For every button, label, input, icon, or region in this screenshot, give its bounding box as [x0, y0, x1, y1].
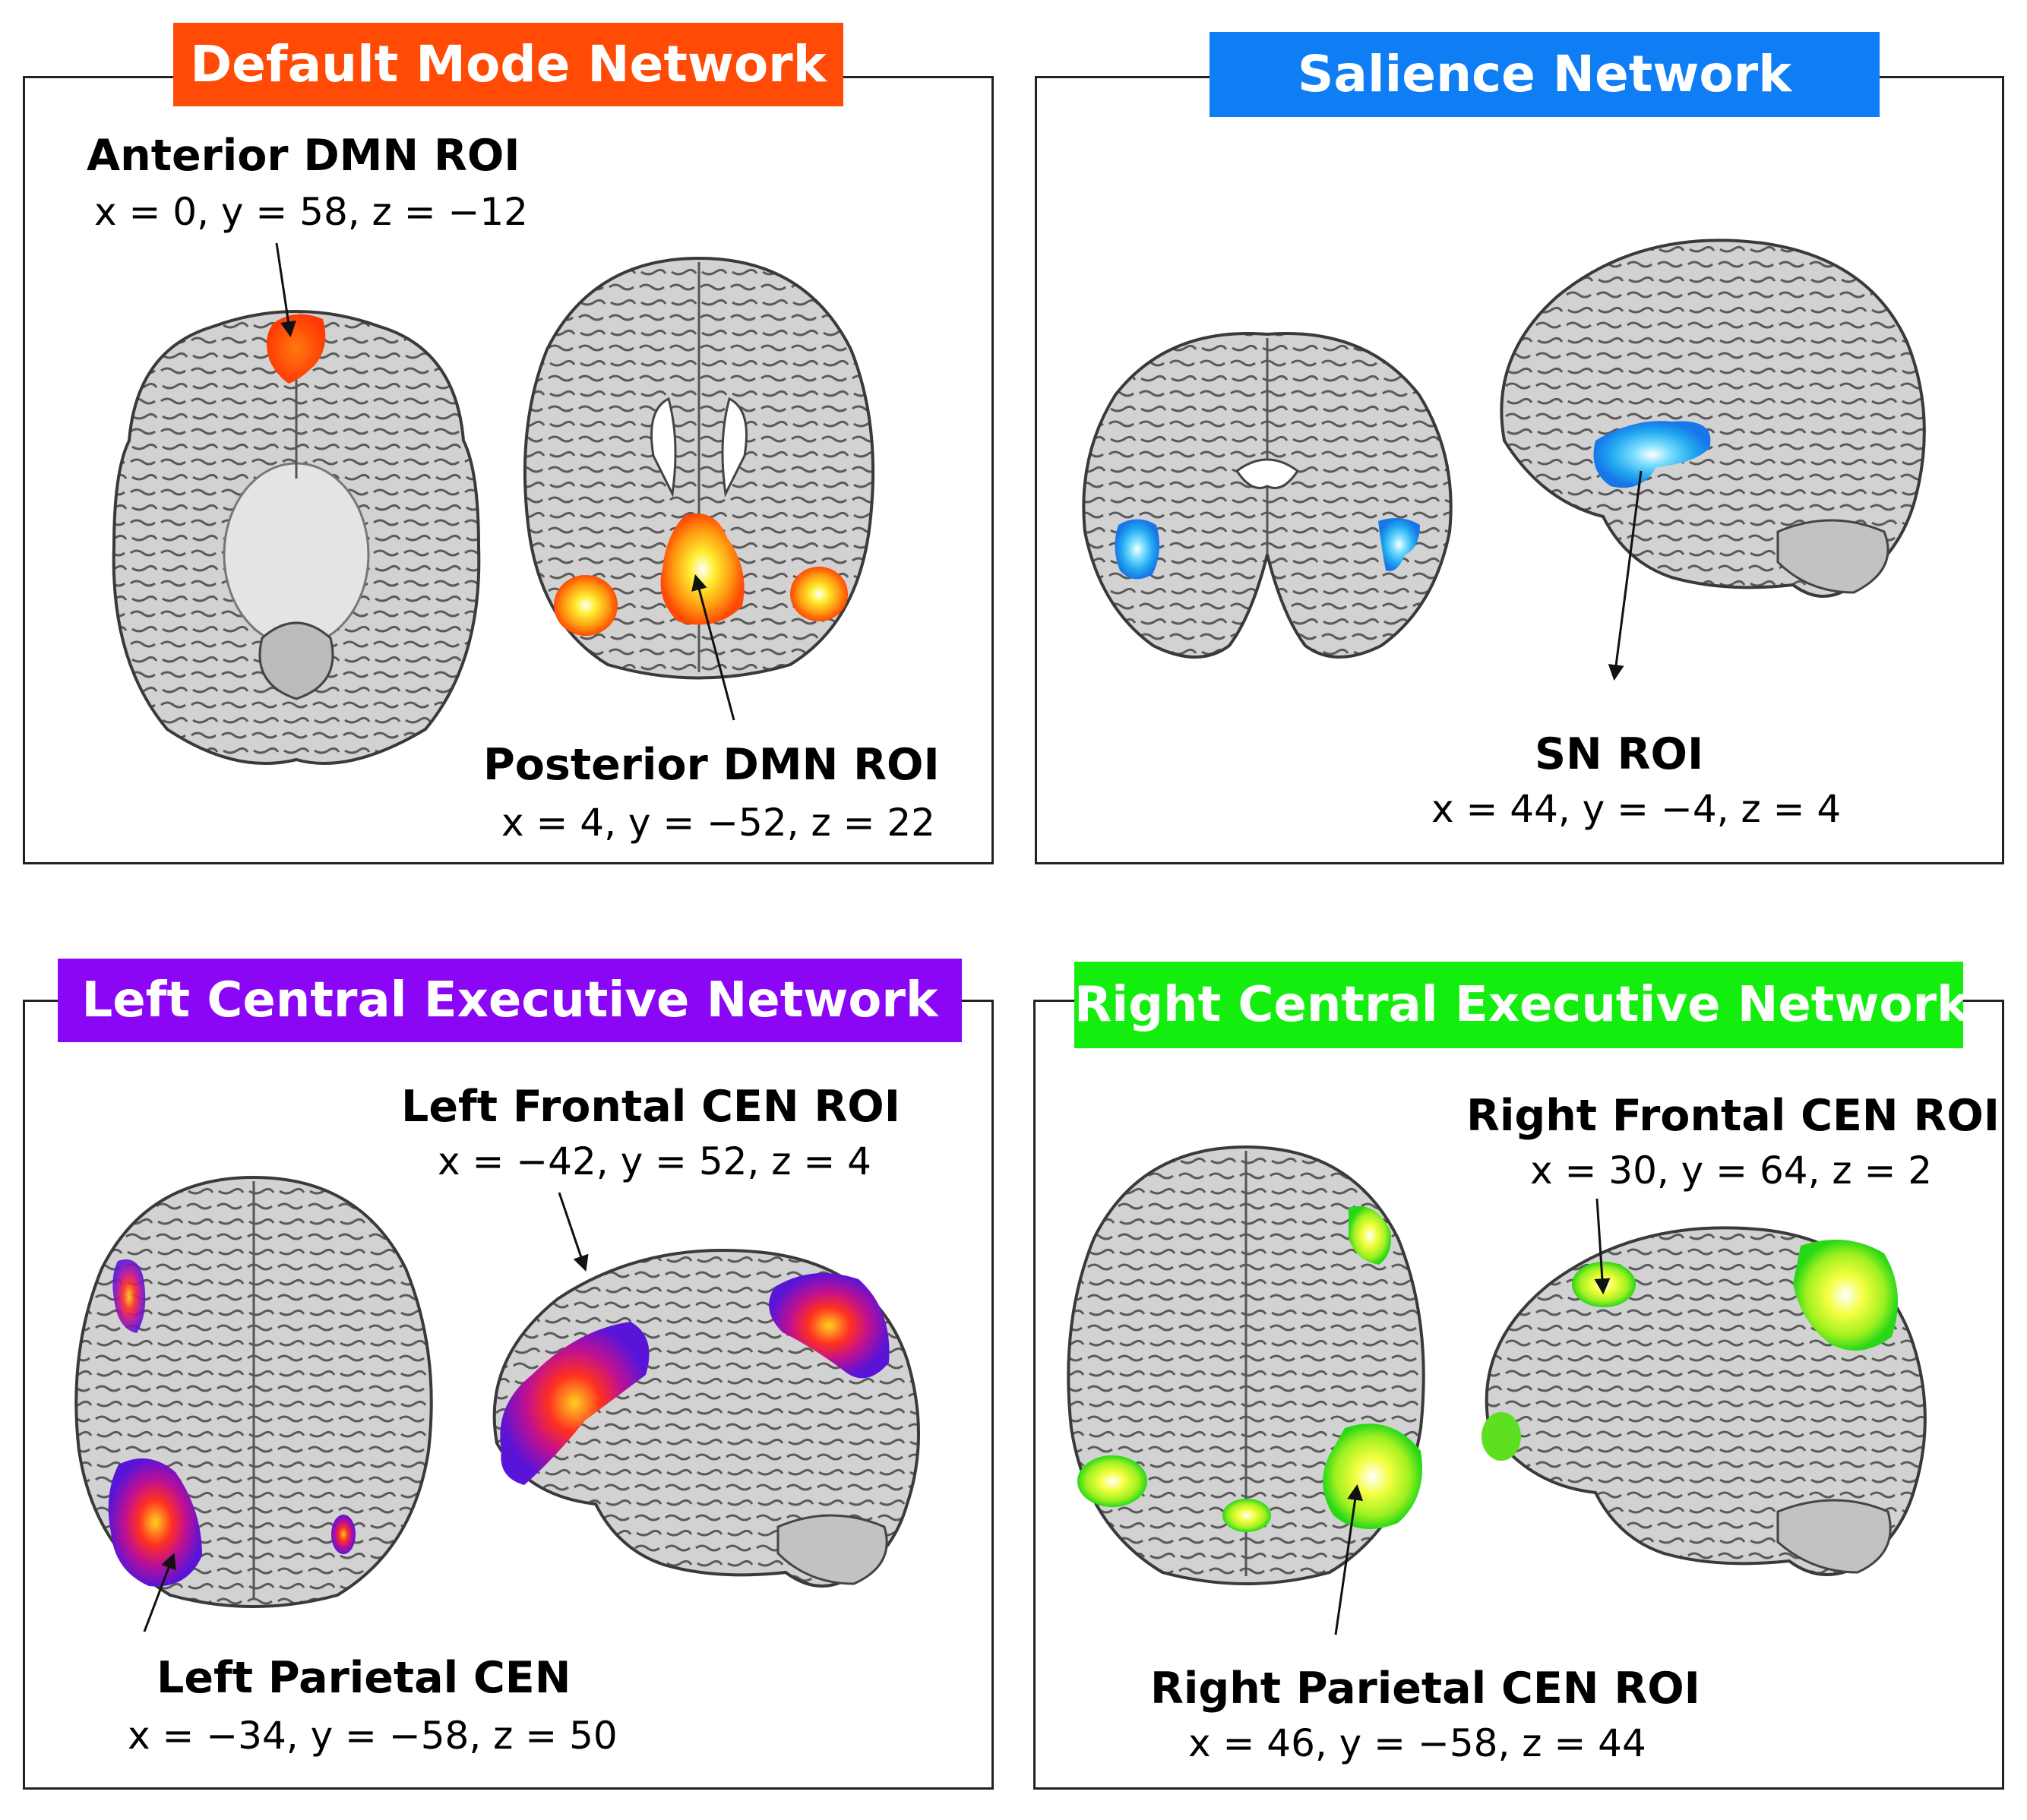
brain-axial-icon	[523, 256, 875, 680]
right-frontal-cen-roi-coords: x = 30, y = 64, z = 2	[1530, 1149, 1933, 1193]
left-parietal-cen-blob	[108, 1458, 202, 1587]
right-parietal-dmn-blob	[790, 567, 848, 621]
left-frontal-cen-roi-label: Left Frontal CEN ROI	[401, 1082, 900, 1132]
brain-axial-icon	[112, 310, 481, 765]
left-parietal-dmn-blob	[554, 575, 618, 636]
anterior-dmn-arrow	[275, 242, 735, 721]
posterior-dmn-blob	[660, 513, 745, 625]
brain-sagittal-icon	[1500, 239, 1926, 598]
right-frontal-cen-blob-axial	[1349, 1206, 1391, 1265]
left-parietal-cen-coords: x = −34, y = −58, z = 50	[128, 1714, 618, 1758]
sn-roi-coords: x = 44, y = −4, z = 4	[1431, 787, 1842, 831]
lcen-title: Left Central Executive Network	[58, 959, 962, 1042]
anterior-dmn-roi-coords: x = 0, y = 58, z = −12	[94, 190, 528, 234]
lcen-arrows	[143, 1192, 589, 1632]
sn-left-insula-blob	[1115, 519, 1159, 580]
sn-roi-arrow	[1608, 470, 1643, 681]
dmn-title: Default Mode Network	[173, 23, 843, 106]
sn-title: Salience Network	[1210, 32, 1880, 117]
sn-roi-blob	[1593, 421, 1711, 488]
midline-rcen-blob	[1222, 1499, 1271, 1532]
sn-roi-label: SN ROI	[1535, 729, 1704, 779]
rcen-arrows	[1334, 1198, 1611, 1635]
right-frontal-cen-roi-label: Right Frontal CEN ROI	[1466, 1091, 2000, 1141]
sn-right-insula-blob	[1378, 518, 1420, 571]
right-parietal-cen-blob-axial	[1323, 1423, 1422, 1529]
left-parietal-cen-blob-sagittal	[769, 1273, 890, 1379]
right-parietal-cen-blob-sagittal	[1793, 1240, 1898, 1351]
rcen-title: Right Central Executive Network	[1074, 962, 1969, 1048]
left-parietal-cen-label: Left Parietal CEN	[157, 1653, 571, 1703]
left-frontal-cen-blob-sagittal	[500, 1322, 650, 1485]
right-parietal-cen-roi-label: Right Parietal CEN ROI	[1150, 1664, 1700, 1714]
posterior-dmn-roi-coords: x = 4, y = −52, z = 22	[501, 801, 935, 845]
left-frontal-cen-blob-axial	[112, 1259, 146, 1333]
right-parietal-cen-small-blob	[331, 1515, 356, 1554]
posterior-dmn-roi-label: Posterior DMN ROI	[483, 740, 940, 790]
frontal-pole-rcen-blob	[1482, 1412, 1521, 1461]
anterior-dmn-roi-label: Anterior DMN ROI	[87, 131, 520, 181]
left-frontal-cen-roi-coords: x = −42, y = 52, z = 4	[438, 1139, 871, 1183]
right-parietal-cen-roi-coords: x = 46, y = −58, z = 44	[1188, 1721, 1646, 1765]
brain-coronal-icon	[1082, 332, 1453, 659]
left-parietal-rcen-blob	[1077, 1455, 1147, 1507]
